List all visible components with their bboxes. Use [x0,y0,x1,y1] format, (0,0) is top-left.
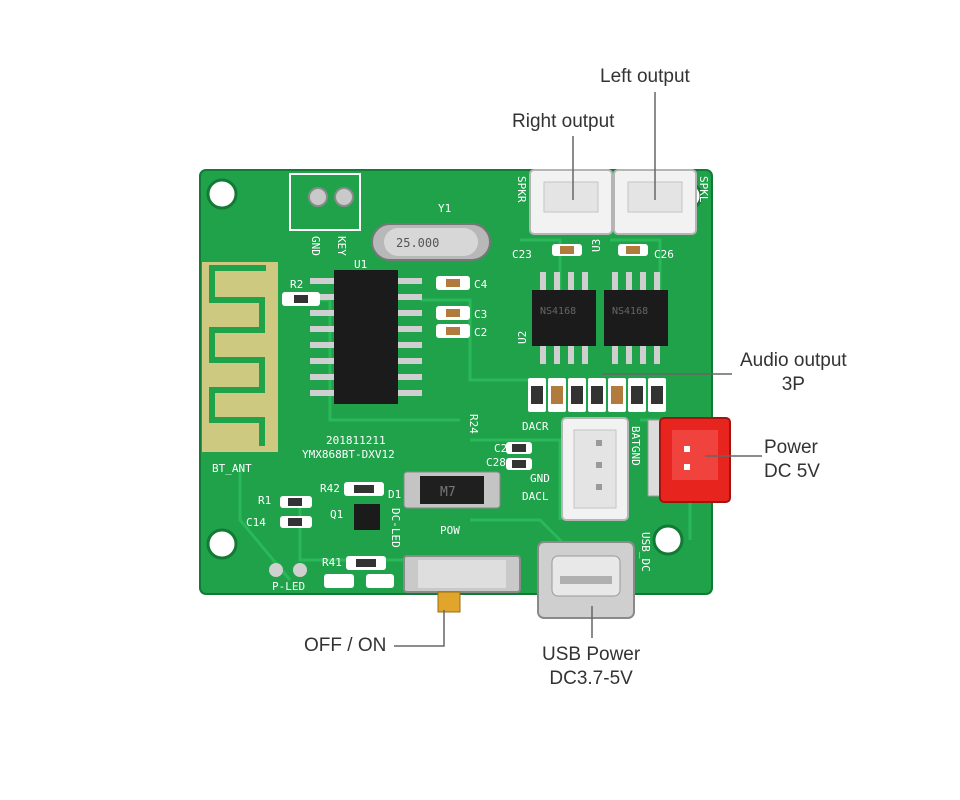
callout-off-on-text: OFF / ON [304,635,387,656]
silk-dacr: DACR [522,420,549,433]
silk-r41: R41 [322,556,342,569]
silk-key: KEY [335,236,348,256]
caps-c2-c4: C4 C3 C2 R2 [282,276,488,339]
audio-3p-connector: DACR GND DACL BATGND [522,417,642,521]
diode-mark: M7 [440,485,456,500]
silk-r42: R42 [320,482,340,495]
silk-r1: R1 [258,494,271,507]
bt-antenna: BT_ANT [202,262,278,475]
silk-r2: R2 [290,278,303,291]
callout-audio-output-line1: Audio output [740,350,847,371]
callout-usb-power-line1: USB Power [542,644,641,665]
center-parts: 201811211 YMX868BT-DXV12 R24 C27 C28 [302,414,532,470]
silk-d1: D1 [388,488,401,501]
silk-u1: U1 [354,258,367,271]
key-header: GND KEY [289,173,361,256]
silk-spkl: SPKL [697,176,710,203]
amp-chip-label-right: NS4168 [612,306,648,317]
crystal-value: 25.000 [396,236,439,250]
silk-dc-led: DC-LED [389,508,402,548]
callout-usb-power: USB Power DC3.7-5V [542,643,640,691]
silk-c28: C28 [486,456,506,469]
silk-q1: Q1 [330,508,343,521]
silk-c4: C4 [474,278,488,291]
diode-m7: M7 D1 [388,471,501,509]
silk-dacl: DACL [522,490,549,503]
silk-c3: C3 [474,308,487,321]
silk-spkr: SPKR [515,176,528,203]
silk-bt-ant: BT_ANT [212,462,252,475]
silk-batgnd: BATGND [629,426,642,466]
callout-audio-output-line2: 3P [781,374,805,395]
micro-usb-port: USB_DC [537,532,652,619]
amp-chips: NS4168 NS4168 U2 U3 [516,239,668,364]
callout-right-output: Right output [512,110,614,134]
silk-y1: Y1 [438,202,451,215]
callout-lines [394,92,762,647]
red-power-connector [647,417,731,503]
lower-left-parts: R1 C14 R42 Q1 DC-LED R41 P-LED [246,482,402,593]
silk-usb-dc: USB_DC [639,532,652,572]
silk-u3: U3 [590,239,603,252]
silk-c14: C14 [246,516,266,529]
silk-c26: C26 [654,248,674,261]
callout-power-line1: Power [764,437,818,458]
callout-left-output-text: Left output [600,66,690,87]
amp-chip-label-left: NS4168 [540,306,576,317]
silk-c23: C23 [512,248,532,261]
crystal-y1: 25.000 Y1 [371,202,491,261]
silk-date: 201811211 [326,434,386,447]
silk-pow: POW [440,524,460,537]
silk-r24: R24 [467,414,480,434]
callout-off-on: OFF / ON [304,634,386,658]
silk-c2: C2 [474,326,487,339]
silk-model: YMX868BT-DXV12 [302,448,395,461]
callout-power: Power DC 5V [764,436,820,484]
speaker-connectors: SPKR SPKL C23 C26 [512,169,710,261]
callout-right-output-text: Right output [512,111,615,132]
callout-left-output: Left output [600,65,690,89]
chip-u1: U1 [310,258,422,404]
callout-power-line2: DC 5V [764,461,820,482]
silk-gnd: GND [309,236,322,256]
callout-audio-output: Audio output 3P [740,349,847,397]
resistor-row [528,378,666,412]
silk-gnd2: GND [530,472,550,485]
silk-u2: U2 [516,331,529,344]
silk-p-led: P-LED [272,580,305,593]
power-switch: POW [403,524,521,613]
callout-usb-power-line2: DC3.7-5V [549,668,633,689]
